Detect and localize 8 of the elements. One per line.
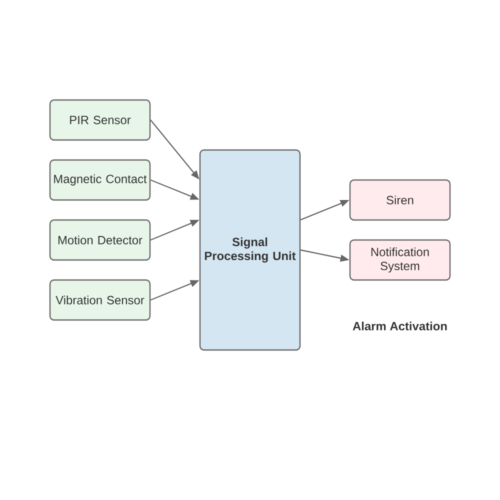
output-box: Notification System xyxy=(349,239,451,281)
output-box: Siren xyxy=(349,179,451,221)
sensor-box: Magnetic Contact xyxy=(49,159,151,201)
processing-box: Signal Processing Unit xyxy=(199,149,301,351)
section-label: Alarm Activation xyxy=(352,322,447,330)
sensor-box: PIR Sensor xyxy=(49,99,151,141)
sensor-box: Motion Detector xyxy=(49,219,151,261)
sensor-box: Vibration Sensor xyxy=(49,279,151,321)
